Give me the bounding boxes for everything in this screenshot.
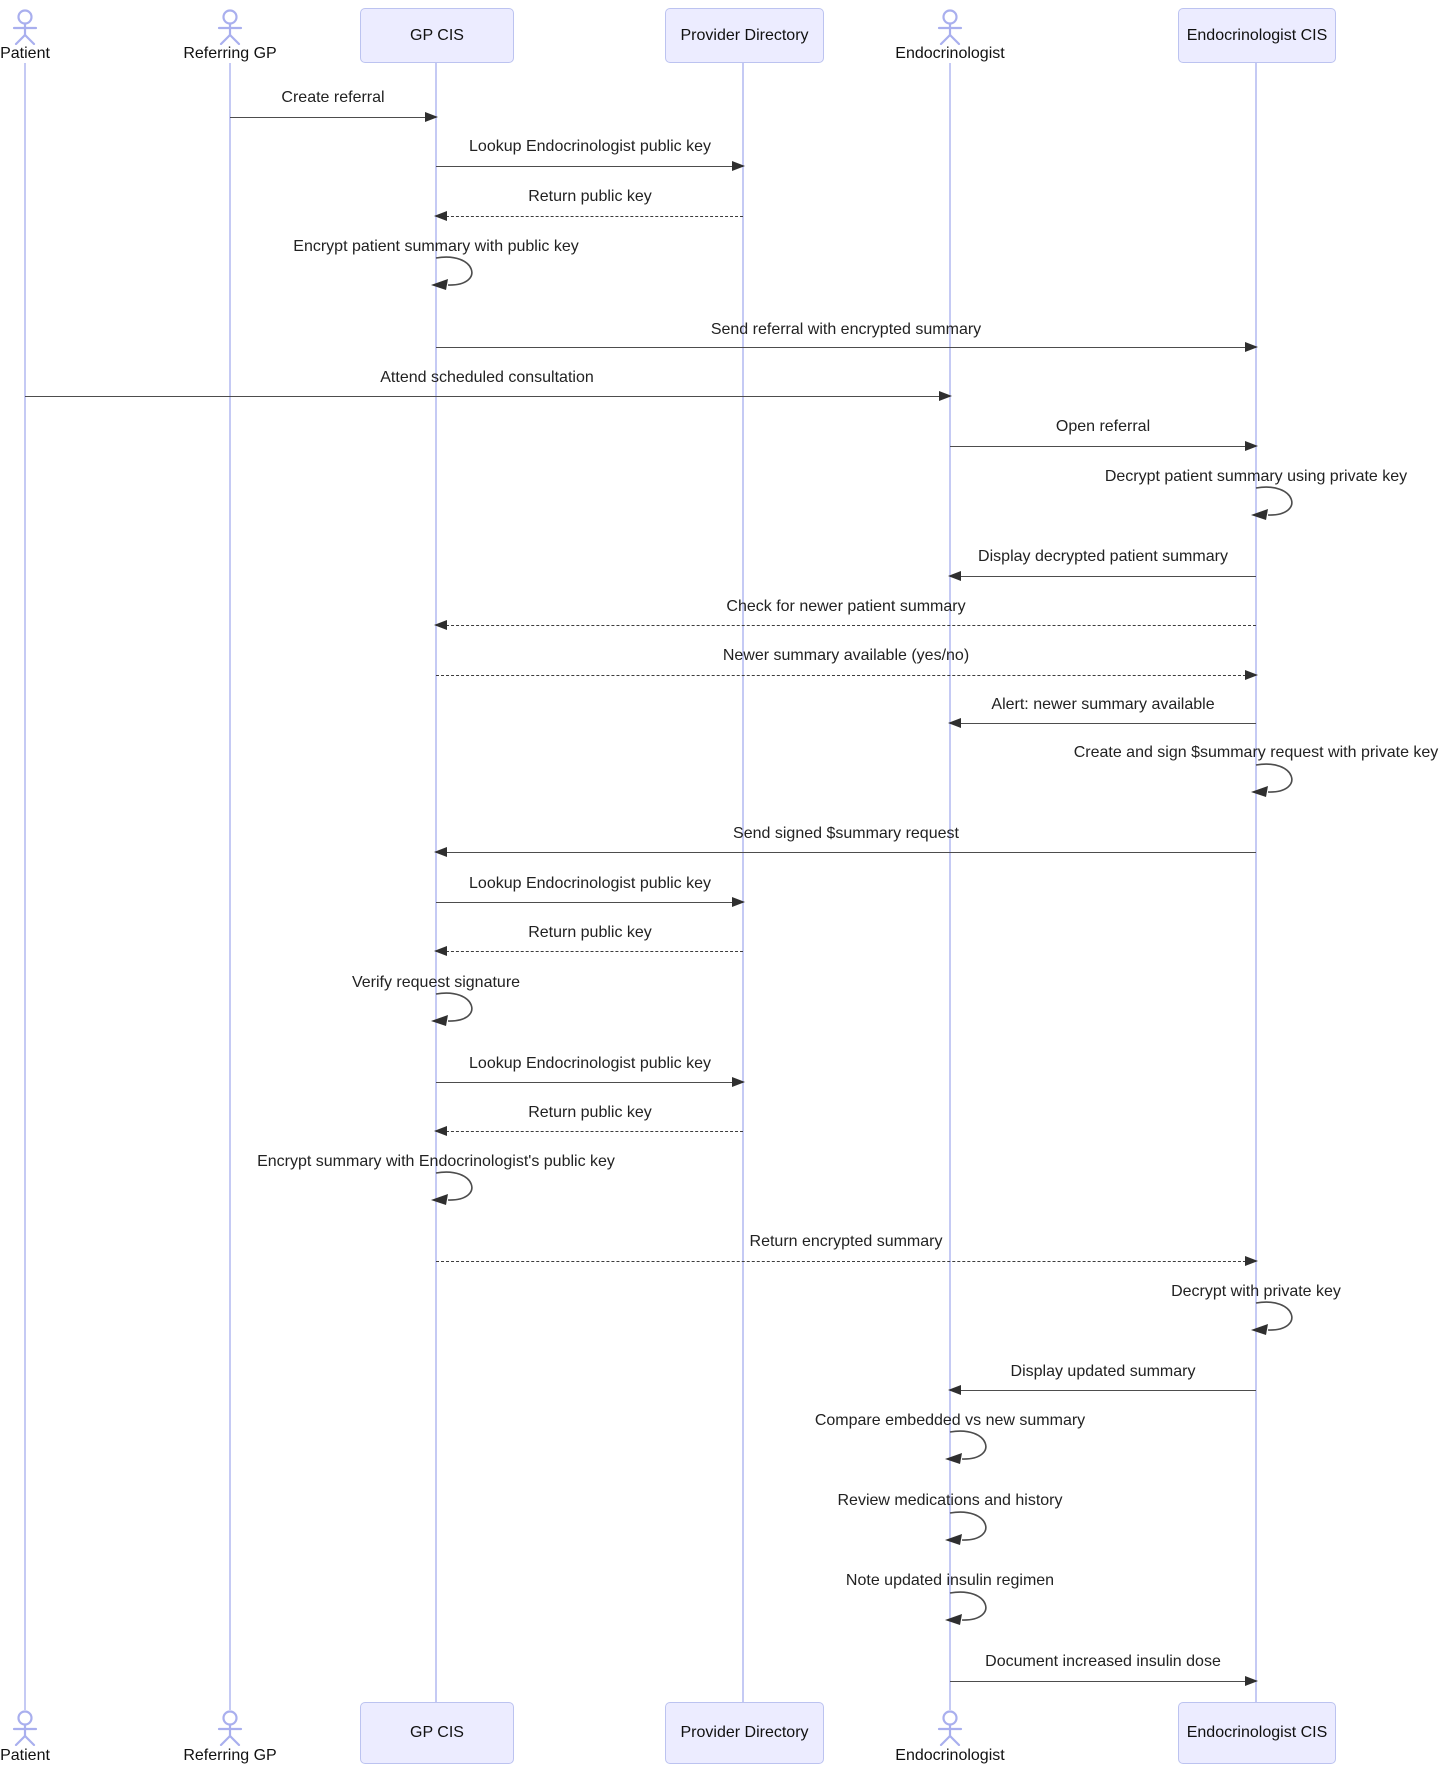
participant-label-gp-cis-bottom: GP CIS [410,1724,464,1741]
message-label: Decrypt patient summary using private ke… [1104,468,1408,485]
message-label: Display updated summary [1010,1363,1196,1380]
participant-label-endocrinologist-cis-bottom: Endocrinologist CIS [1186,1724,1328,1741]
message-label: Return public key [528,1104,652,1121]
message-arrow [25,390,952,401]
message-label: Send signed $summary request [733,825,959,842]
message-label: Encrypt summary with Endocrinologist's p… [257,1153,615,1170]
lifeline-provider-directory [742,61,744,1702]
message-label: Create and sign $summary request with pr… [1073,744,1439,761]
message-arrow [436,669,1258,680]
lifeline-endocrinologist-cis [1255,61,1257,1702]
person-icon [12,9,38,45]
self-loop-arrow [431,992,473,1026]
message-arrow [948,570,1256,581]
participant-label-gp-cis: GP CIS [410,26,464,44]
participant-label-provider-directory-bottom: Provider Directory [680,1724,809,1741]
message-arrow [950,440,1258,451]
self-loop-arrow [431,1171,473,1205]
self-loop-arrow [1251,486,1293,520]
message-label: Return public key [528,188,652,205]
person-icon [217,9,243,45]
message-label: Newer summary available (yes/no) [722,647,970,664]
message-arrow [436,1255,1258,1266]
message-label: Compare embedded vs new summary [814,1412,1086,1429]
participant-label-referring-gp: Referring GP [183,45,277,62]
message-label: Review medications and history [837,1492,1063,1509]
lifeline-gp-cis [435,61,437,1702]
self-loop-arrow [945,1511,987,1545]
message-arrow [948,1384,1256,1395]
self-loop-arrow [945,1430,987,1464]
self-loop-arrow [1251,1301,1293,1335]
message-arrow [436,160,745,171]
message-arrow [434,846,1256,857]
participant-label-endocrinologist-cis: Endocrinologist CIS [1186,26,1328,44]
message-label: Open referral [1055,418,1151,435]
participant-box-endocrinologist-cis: Endocrinologist CIS [1178,8,1336,63]
message-arrow [436,896,745,907]
self-loop-arrow [1251,763,1293,797]
message-label: Decrypt with private key [1171,1283,1341,1300]
message-label: Send referral with encrypted summary [710,321,982,338]
participant-box-gp-cis-bottom: GP CIS [360,1702,514,1764]
self-loop-arrow [945,1591,987,1625]
message-arrow [434,619,1256,630]
participant-label-provider-directory: Provider Directory [680,26,809,44]
self-loop-arrow [431,256,473,290]
message-arrow [948,717,1256,728]
lifeline-endocrinologist [949,63,951,1710]
message-label: Verify request signature [351,974,521,991]
lifeline-referring-gp [229,63,231,1710]
person-icon [217,1710,243,1746]
participant-label-patient: Patient [0,45,50,62]
message-arrow [230,111,438,122]
participant-label-referring-gp-bottom: Referring GP [183,1747,277,1764]
participant-label-endocrinologist-bottom: Endocrinologist [895,1747,1005,1764]
participant-box-provider-directory-bottom: Provider Directory [665,1702,824,1764]
participant-box-provider-directory: Provider Directory [665,8,824,63]
message-label: Return public key [528,924,652,941]
message-label: Alert: newer summary available [991,696,1215,713]
message-label: Attend scheduled consultation [380,369,594,386]
person-icon [12,1710,38,1746]
person-icon [937,9,963,45]
message-label: Document increased insulin dose [985,1653,1221,1670]
message-label: Display decrypted patient summary [978,548,1228,565]
lifeline-patient [24,63,26,1710]
message-label: Lookup Endocrinologist public key [469,875,711,892]
message-arrow [434,210,743,221]
message-arrow [950,1675,1258,1686]
participant-label-endocrinologist: Endocrinologist [895,45,1005,62]
message-label: Check for newer patient summary [726,598,966,615]
message-arrow [436,341,1258,352]
message-label: Create referral [281,89,385,106]
person-icon [937,1710,963,1746]
message-label: Encrypt patient summary with public key [293,238,579,255]
message-label: Note updated insulin regimen [845,1572,1055,1589]
participant-box-endocrinologist-cis-bottom: Endocrinologist CIS [1178,1702,1336,1764]
message-label: Lookup Endocrinologist public key [469,138,711,155]
message-label: Lookup Endocrinologist public key [469,1055,711,1072]
message-arrow [436,1076,745,1087]
message-arrow [434,1125,743,1136]
participant-label-patient-bottom: Patient [0,1747,50,1764]
participant-box-gp-cis: GP CIS [360,8,514,63]
message-label: Return encrypted summary [749,1233,943,1250]
message-arrow [434,945,743,956]
